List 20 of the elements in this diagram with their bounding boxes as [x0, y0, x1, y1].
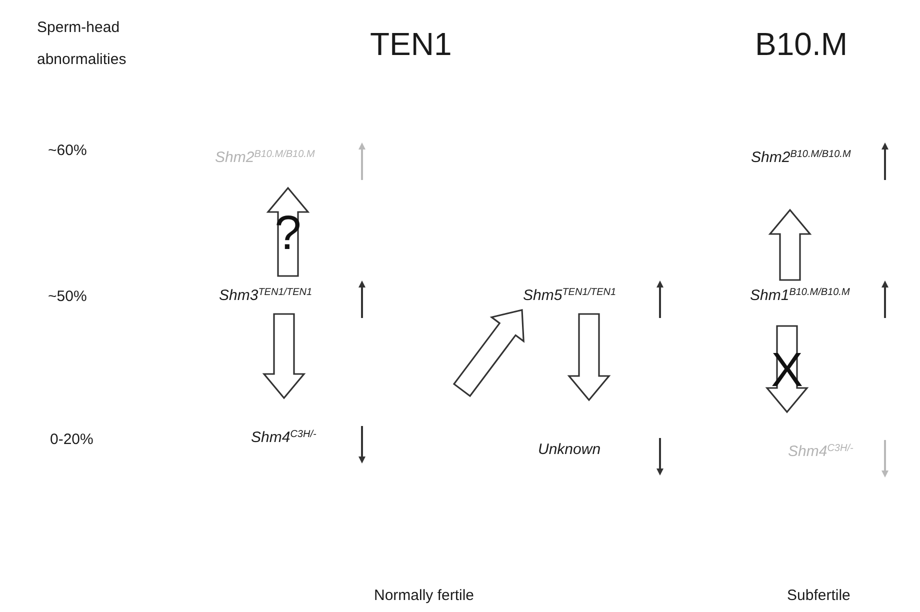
text-label: Normally fertile	[374, 586, 474, 606]
text-label: ~60%	[48, 141, 87, 161]
gene-label: Shm3$^{TEN1/TEN1}$	[219, 286, 312, 306]
gene-label: Shm4$^{C3H/-}$	[251, 428, 316, 448]
block-arrow	[567, 313, 611, 402]
gene-label: Unknown	[538, 440, 601, 460]
column-heading: TEN1	[370, 25, 452, 64]
gene-label: Shm5$^{TEN1/TEN1}$	[523, 286, 616, 306]
gene-label: Shm1$^{B10.M/B10.M}$	[750, 286, 850, 306]
block-arrow	[452, 309, 524, 398]
block-arrow	[262, 313, 306, 400]
column-heading: B10.M	[755, 25, 848, 64]
text-label: Sperm-head abnormalities	[37, 18, 128, 70]
text-label: 0-20%	[50, 430, 94, 450]
block-arrow	[768, 208, 812, 281]
gene-label: Shm2$^{B10.M/B10.M}$	[751, 148, 851, 168]
text-label: ~50%	[48, 287, 87, 307]
gene-label: Shm4$^{C3H/-}$	[788, 442, 854, 462]
gene-label: Shm2$^{B10.M/B10.M}$	[215, 148, 315, 168]
text-label: Subfertile	[787, 586, 850, 606]
